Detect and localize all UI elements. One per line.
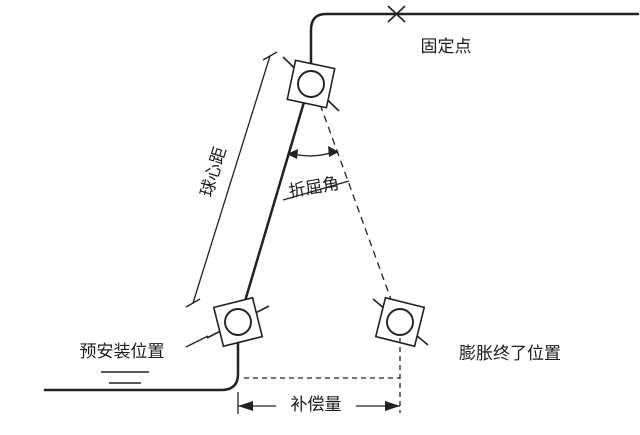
compensation-label-background [276,392,356,414]
compensation-arrow-left [238,401,253,411]
pipe-expanded-position [315,92,398,317]
ball-joint-expanded [372,296,429,348]
compensation-dimension: 补偿量 [237,392,400,415]
fixed-point-mark [387,5,406,23]
bend-angle-label: 折屈角 [287,174,341,203]
bend-angle-dimension: 折屈角 [282,146,350,203]
ball-joint-expanded-ball [386,308,414,336]
dimension-line [192,55,271,304]
compensation-arrow-right [385,401,400,411]
pipe-initial-position [238,90,309,320]
pre-install-position-label: 预安装位置 [80,342,165,362]
dimension-tick-top [262,51,278,61]
expansion-end-position-label: 膨胀终了位置 [459,344,561,364]
ball-joint-top-ball [297,70,325,98]
ball-center-distance-label: 球心距 [197,145,231,200]
ball-joint-initial-ball [224,308,252,336]
bottom-pipe [43,328,240,392]
dimension-tick-bottom [185,298,201,308]
fixed-point-label: 固定点 [421,37,472,57]
bend-angle-arrow-left [287,149,298,159]
fixed-pipe [309,12,640,68]
pipe-break-symbol [101,371,149,384]
ball-joint-initial [206,296,270,348]
pre-install-leader [185,335,209,348]
bend-angle-leader [282,180,350,201]
fixed-point-mark-line-2 [387,5,406,23]
ball-center-distance-dimension: 球心距 [185,51,278,308]
ball-joint-top [282,56,340,112]
bend-angle-arrow-right [328,146,339,157]
compensation-amount-label: 补偿量 [291,395,342,415]
